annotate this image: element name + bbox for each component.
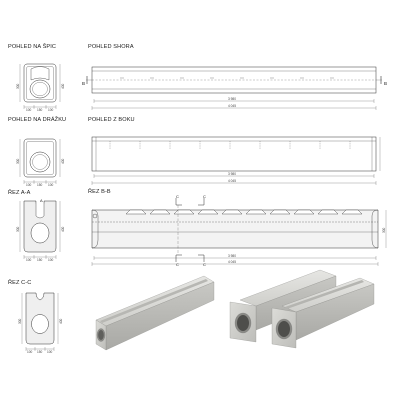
marker-b-left: B: [82, 81, 86, 86]
marker-c-top: C: [176, 194, 179, 199]
marker-b-right: B: [384, 81, 388, 86]
marker-c-top-2: C: [203, 194, 206, 199]
section-cc-view: [21, 292, 59, 351]
dim-bb-total: 4 045: [228, 260, 236, 264]
dim-aa-height: 300: [16, 226, 20, 232]
spigot-end-view: [19, 63, 61, 109]
dim-spigot-w1: 100: [26, 108, 32, 112]
dim-cc-w2: 150: [37, 350, 43, 354]
dim-spigot-height-2: 400: [61, 83, 65, 89]
marker-c-bottom: C: [176, 262, 179, 267]
channels-pair-3d-render: [229, 269, 375, 349]
dim-side-total: 4 045: [228, 179, 236, 183]
side-view: [91, 136, 381, 185]
dim-cc-height: 300: [18, 318, 22, 324]
channel-3d-render: [95, 275, 215, 351]
dim-spigot-height: 300: [16, 83, 20, 89]
label-end-socket: POHLED NA DRÁŽKU: [8, 117, 67, 123]
dim-bb-height: 300: [382, 227, 386, 233]
dim-socket-height: 300: [16, 158, 20, 164]
dim-aa-w3: 100: [48, 258, 54, 262]
dim-cc-w1: 100: [27, 350, 33, 354]
dim-spigot-w3: 100: [48, 108, 54, 112]
dim-cc-height-2: 400: [59, 318, 63, 324]
dim-aa-w2: 150: [37, 258, 43, 262]
label-end-spigot: POHLED NA ŠPIC: [8, 44, 57, 50]
dim-top-inner: 3 980: [228, 97, 236, 101]
marker-c-bottom-2: C: [203, 262, 206, 267]
label-side-view: POHLED Z BOKU: [88, 117, 135, 123]
dim-spigot-w2: 150: [37, 108, 43, 112]
marker-a: A: [40, 198, 43, 203]
dim-socket-w3: 100: [48, 183, 54, 187]
label-top-view: POHLED SHORA: [88, 44, 134, 50]
dim-cc-w3: 100: [47, 350, 53, 354]
label-section-cc: ŘEZ C-C: [8, 280, 32, 286]
dim-top-total: 4 045: [228, 104, 236, 108]
dim-side-inner: 3 980: [228, 172, 236, 176]
socket-end-view: [19, 138, 61, 184]
label-section-bb: ŘEZ B-B: [88, 189, 111, 195]
section-bb-view: [91, 198, 387, 266]
dim-aa-w1: 100: [26, 258, 32, 262]
section-aa-view: [19, 200, 61, 259]
dim-aa-height-2: 400: [61, 226, 65, 232]
dim-socket-w2: 150: [37, 183, 43, 187]
dim-bb-inner: 3 980: [228, 254, 236, 258]
label-section-aa: ŘEZ A-A: [8, 190, 31, 196]
dim-socket-height-2: 400: [61, 158, 65, 164]
top-view: [86, 66, 382, 110]
dim-socket-w1: 100: [26, 183, 32, 187]
